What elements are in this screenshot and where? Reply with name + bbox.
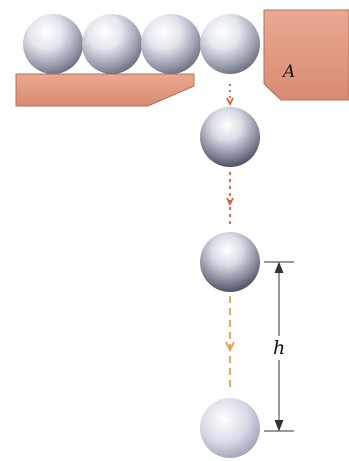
height-label: h [273,337,285,359]
resting-ball-4 [200,14,260,74]
resting-balls [23,14,260,74]
height-label-backdrop [270,336,288,360]
fall-path-arrow-3 [225,341,235,353]
right-wall-block [263,9,349,101]
gate-label: A [281,62,295,82]
dimension-arrow-up [274,261,284,274]
falling-ball-1 [200,107,260,167]
resting-ball-1 [23,14,83,74]
fall-path [225,84,235,392]
landing-ball [200,398,260,458]
resting-ball-3 [141,14,201,74]
falling-ball-2 [200,232,260,292]
fall-path-arrow-2 [226,197,234,207]
resting-ball-2 [82,14,142,74]
fall-path-arrow-1 [226,97,234,107]
left-shelf-plate [15,73,195,107]
dimension-arrow-down [274,419,284,432]
